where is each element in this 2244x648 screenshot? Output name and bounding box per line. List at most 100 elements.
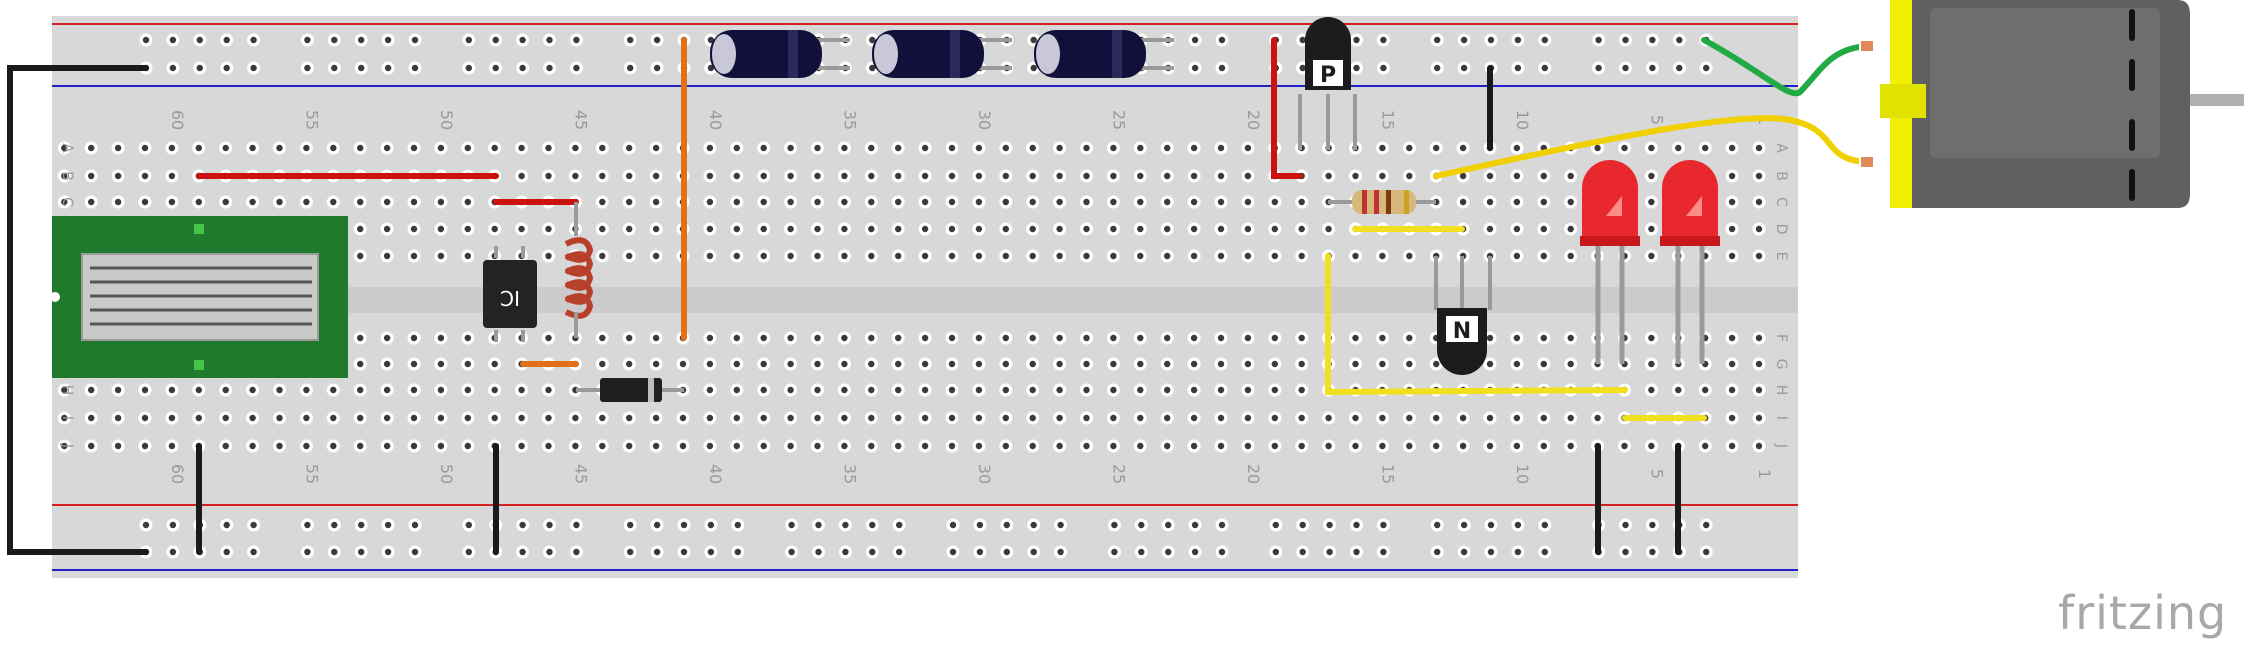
hole-core	[868, 386, 875, 394]
hole-core	[1244, 442, 1252, 450]
hole-core	[975, 144, 983, 152]
rail-hole-core	[680, 521, 688, 529]
rail-hole-core	[1218, 548, 1226, 556]
rail-hole-core	[949, 521, 957, 529]
hole-core	[1594, 144, 1601, 152]
hole-core	[437, 144, 445, 152]
wires	[7, 37, 1871, 555]
hole-core	[1217, 414, 1225, 422]
hole-core	[733, 252, 740, 260]
hole-core	[948, 360, 956, 368]
hole-core	[841, 414, 848, 422]
rail-hole-core	[250, 36, 257, 44]
hole-core	[814, 386, 821, 394]
hole-core	[1137, 172, 1144, 180]
rail-hole-core	[169, 36, 177, 44]
hole-core	[760, 414, 767, 422]
hole-core	[841, 442, 848, 450]
rail-hole-core	[304, 548, 311, 556]
hole-core	[652, 198, 660, 206]
hole-core	[572, 442, 579, 450]
hole-core	[114, 442, 122, 450]
rail-hole-core	[1218, 36, 1226, 44]
hole-core	[706, 334, 714, 342]
inductor-coil	[564, 202, 594, 338]
hole-core	[518, 225, 525, 233]
hole-core	[948, 414, 956, 422]
hole-core	[1056, 252, 1063, 260]
rail-hole-core	[1030, 64, 1037, 72]
hole-core	[1540, 334, 1548, 342]
hole-core	[1594, 414, 1601, 422]
hole-core	[1728, 198, 1736, 206]
column-number: 40	[706, 110, 725, 130]
rail-hole-core	[707, 36, 715, 44]
hole-core	[921, 225, 929, 233]
hole-core	[1540, 414, 1548, 422]
hole-core	[787, 334, 794, 342]
rail-hole-core	[250, 521, 257, 529]
hole-core	[1486, 360, 1494, 368]
pnp-label: P	[1320, 63, 1336, 88]
rail-hole-core	[1487, 548, 1495, 556]
led-rim	[1580, 236, 1640, 246]
rail-hole-core	[653, 64, 661, 72]
hole-core	[706, 172, 714, 180]
solar-terminal-top	[194, 224, 204, 234]
hole-core	[1352, 442, 1359, 450]
rail-hole-core	[196, 36, 203, 44]
hole-core	[814, 172, 821, 180]
column-number: 25	[1109, 464, 1128, 484]
hole-core	[572, 414, 579, 422]
hole-core	[1244, 414, 1252, 422]
column-number: 45	[571, 110, 590, 130]
hole-core	[114, 172, 122, 180]
rail-hole-core	[1111, 521, 1118, 529]
hole-core	[1486, 334, 1494, 342]
hole-core	[868, 144, 875, 152]
rail-hole-core	[573, 36, 580, 44]
hole-core	[383, 144, 391, 152]
rail-hole-core	[223, 521, 230, 529]
rail-hole-core	[358, 521, 365, 529]
hole-core	[1728, 360, 1736, 368]
hole-core	[1406, 414, 1413, 422]
rail-hole-core	[169, 548, 177, 556]
hole-core	[1379, 360, 1386, 368]
hole-core	[733, 414, 740, 422]
hole-core	[1406, 334, 1413, 342]
hole-core	[921, 144, 929, 152]
hole-core	[1029, 225, 1036, 233]
rail-hole-core	[1191, 548, 1199, 556]
hole-core	[706, 198, 714, 206]
hole-core	[1567, 198, 1574, 206]
rail-hole-core	[1057, 548, 1064, 556]
hole-core	[868, 172, 875, 180]
hole-core	[921, 252, 929, 260]
hole-core	[1648, 252, 1655, 260]
motor-terminal-top	[1859, 39, 1875, 53]
hole-core	[1271, 360, 1279, 368]
hole-core	[222, 386, 229, 394]
hole-core	[787, 414, 794, 422]
rail-hole-core	[1191, 36, 1199, 44]
hole-core	[1110, 442, 1117, 450]
solar-panel-stripes	[90, 266, 312, 326]
rail-hole-core	[842, 548, 849, 556]
hole-core	[222, 198, 229, 206]
rail-hole-core	[1380, 36, 1387, 44]
hole-core	[1056, 225, 1063, 233]
hole-core	[895, 442, 902, 450]
hole-core	[1244, 386, 1252, 394]
hole-core	[1621, 144, 1628, 152]
hole-core	[868, 225, 875, 233]
hole-core	[652, 414, 660, 422]
hole-core	[787, 360, 794, 368]
resistor-body	[1352, 190, 1416, 214]
rail-hole-core	[627, 521, 634, 529]
diode	[576, 378, 684, 402]
hole-core	[841, 225, 848, 233]
hole-core	[249, 144, 256, 152]
hole-core	[1244, 172, 1252, 180]
hole-core	[706, 360, 714, 368]
